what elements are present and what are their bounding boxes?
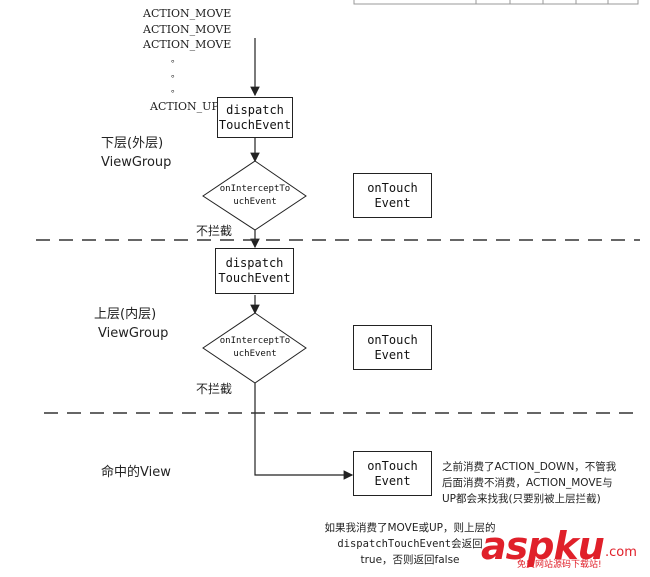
event-action-move-2: ACTION_MOVE — [143, 23, 232, 36]
intercept-diamond-outer — [202, 160, 307, 231]
view-ontouch-line1: onTouch — [367, 458, 418, 473]
bottom-note-line1: 如果我消费了MOVE或UP，则上层的 — [324, 522, 496, 534]
outer-layer-title: 下层(外层) — [101, 136, 164, 151]
inner-ontouch-line1: onTouch — [367, 332, 418, 347]
inner-layer-title: 上层(内层) — [94, 307, 157, 322]
bottom-note-line3: true，否则返回false — [360, 553, 460, 566]
outer-dispatch-touchevent-box: dispatch TouchEvent — [217, 97, 293, 138]
watermark-domain: .com — [605, 545, 637, 560]
inner-layer-viewgroup: ViewGroup — [98, 326, 169, 341]
right-note: 之前消费了ACTION_DOWN，不管我 后面消费不消费，ACTION_MOVE… — [442, 460, 616, 507]
bottom-note-line2: dispatchTouchEvent会返回 — [337, 537, 483, 550]
outer-layer-viewgroup: ViewGroup — [101, 155, 172, 170]
event-action-up: ACTION_UP — [150, 100, 219, 113]
outer-ontouch-event-box: onTouch Event — [353, 173, 432, 218]
inner-no-intercept-label: 不拦截 — [196, 382, 233, 396]
outer-intercept-line1: onInterceptTo — [219, 184, 291, 194]
inner-dispatch-touchevent-box: dispatch TouchEvent — [215, 248, 294, 294]
inner-intercept-label: onInterceptTo uchEvent — [205, 335, 305, 361]
inner-intercept-line2: uchEvent — [233, 349, 277, 359]
target-view-label: 命中的View — [101, 465, 171, 480]
ellipsis-dot-3: 。 — [171, 85, 181, 95]
event-action-move-1: ACTION_MOVE — [143, 7, 232, 20]
outer-intercept-line2: uchEvent — [233, 197, 277, 207]
inner-dispatch-line2: TouchEvent — [218, 271, 291, 285]
outer-ontouch-line2: Event — [374, 195, 411, 210]
outer-dispatch-line2: TouchEvent — [218, 117, 292, 132]
inner-ontouch-line2: Event — [374, 347, 411, 362]
view-ontouch-event-box: onTouch Event — [353, 451, 432, 496]
bottom-note: 如果我消费了MOVE或UP，则上层的 dispatchTouchEvent会返回… — [310, 521, 510, 568]
arrow-intercept-inner-to-view — [254, 383, 354, 480]
inner-intercept-line1: onInterceptTo — [219, 336, 291, 346]
intercept-diamond-inner — [202, 312, 307, 384]
outer-dispatch-line1: dispatch — [226, 102, 284, 117]
outer-ontouch-line1: onTouch — [367, 180, 418, 195]
inner-dispatch-line1: dispatch — [225, 256, 284, 270]
watermark-subtitle: 免费网站源码下载站! — [517, 560, 602, 570]
ellipsis-dot-1: 。 — [171, 55, 181, 65]
right-note-line3: UP都会来找我(只要别被上层拦截) — [442, 492, 601, 505]
watermark-logo: aspku — [481, 524, 605, 568]
ellipsis-dot-2: 。 — [171, 70, 181, 80]
right-note-line2: 后面消费不消费，ACTION_MOVE与 — [442, 476, 613, 489]
outer-no-intercept-label: 不拦截 — [196, 224, 233, 238]
top-edge-box — [353, 0, 639, 5]
right-note-line1: 之前消费了ACTION_DOWN，不管我 — [442, 461, 617, 473]
view-ontouch-line2: Event — [374, 473, 411, 488]
inner-ontouch-event-box: onTouch Event — [353, 325, 432, 370]
event-action-move-3: ACTION_MOVE — [143, 38, 232, 51]
outer-intercept-label: onInterceptTo uchEvent — [205, 183, 305, 209]
